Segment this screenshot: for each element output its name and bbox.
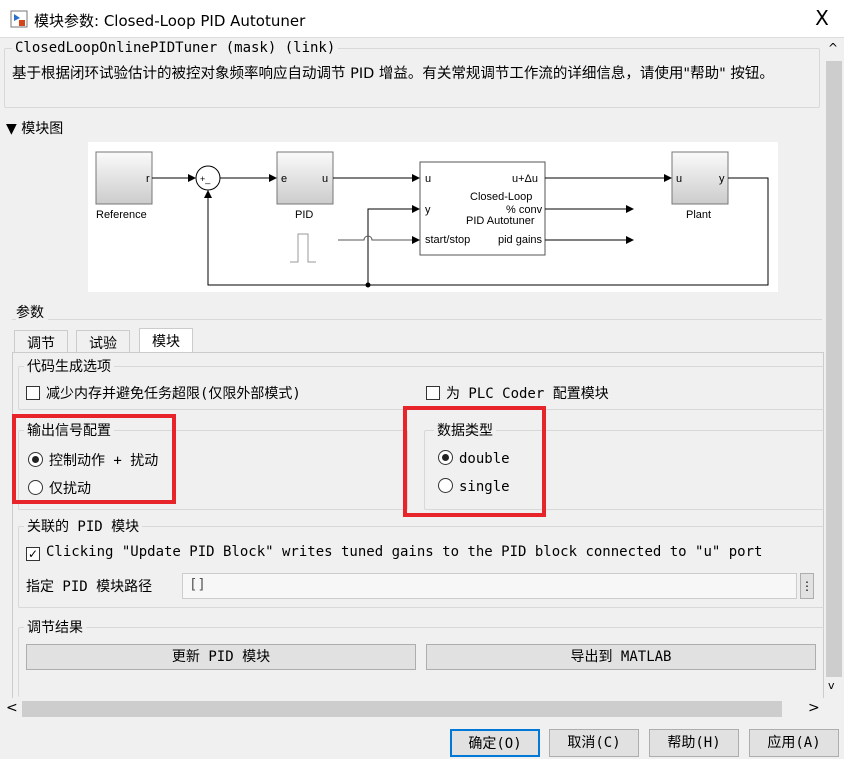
diagram-section-label: 模块图 bbox=[21, 121, 64, 137]
pid-block-group bbox=[18, 526, 824, 608]
svg-text:u: u bbox=[425, 173, 431, 185]
output-config-label: 输出信号配置 bbox=[24, 420, 114, 440]
vertical-scrollbar[interactable]: ^ v bbox=[824, 39, 844, 700]
update-pid-button[interactable]: 更新 PID 模块 bbox=[26, 644, 416, 670]
codegen-label: 代码生成选项 bbox=[24, 356, 114, 376]
pid-path-input[interactable]: [] bbox=[182, 573, 797, 599]
tab-experiment[interactable]: 试验 bbox=[76, 330, 130, 353]
checkmark-icon: ✓ bbox=[26, 547, 40, 561]
export-matlab-button[interactable]: 导出到 MATLAB bbox=[426, 644, 816, 670]
title-bar: 模块参数: Closed-Loop PID Autotuner X bbox=[0, 0, 844, 38]
data-type-group bbox=[424, 430, 824, 510]
path-menu-button[interactable]: ⋮ bbox=[800, 573, 814, 599]
params-label: 参数 bbox=[16, 302, 48, 322]
ok-button[interactable]: 确定(O) bbox=[450, 729, 540, 757]
results-group bbox=[18, 627, 824, 697]
pid-path-label: 指定 PID 模块路径 bbox=[26, 579, 153, 595]
mask-title: ClosedLoopOnlinePIDTuner (mask) (link) bbox=[12, 40, 339, 56]
svg-text:PID: PID bbox=[295, 209, 313, 221]
diagram-section-toggle[interactable]: ▼ 模块图 bbox=[6, 118, 63, 138]
horizontal-scrollbar[interactable]: < > bbox=[0, 699, 824, 719]
mask-description: 基于根据闭环试验估计的被控对象频率响应自动调节 PID 增益。有关常规调节工作流… bbox=[12, 66, 774, 82]
radio-icon bbox=[438, 478, 453, 493]
scroll-thumb[interactable] bbox=[826, 61, 842, 677]
radio-single[interactable]: single bbox=[438, 478, 510, 495]
tab-panel bbox=[12, 352, 824, 698]
triangle-down-icon: ▼ bbox=[6, 121, 17, 137]
svg-text:PID Autotuner: PID Autotuner bbox=[466, 215, 535, 227]
highlight-box bbox=[403, 406, 546, 517]
svg-text:pid gains: pid gains bbox=[498, 234, 543, 246]
checkbox-icon bbox=[26, 386, 40, 400]
autotuner-block bbox=[419, 161, 546, 256]
radio-icon bbox=[438, 450, 453, 465]
svg-text:+_: +_ bbox=[200, 174, 211, 184]
scroll-left-icon[interactable]: < bbox=[6, 700, 18, 716]
data-type-label: 数据类型 bbox=[434, 420, 496, 440]
pulse-generator bbox=[290, 233, 316, 263]
results-label: 调节结果 bbox=[24, 617, 86, 637]
svg-text:start/stop: start/stop bbox=[425, 234, 470, 246]
svg-text:e: e bbox=[281, 173, 287, 185]
close-button[interactable]: X bbox=[815, 6, 829, 30]
scroll-right-icon[interactable]: > bbox=[808, 700, 820, 716]
update-pid-checkbox[interactable]: ✓ Clicking "Update PID Block" writes tune… bbox=[26, 544, 762, 561]
help-button[interactable]: 帮助(H) bbox=[649, 729, 739, 757]
radio-double[interactable]: double bbox=[438, 450, 510, 467]
params-divider bbox=[12, 302, 822, 320]
output-config-group bbox=[18, 430, 408, 510]
radio-icon bbox=[28, 480, 43, 495]
reduce-memory-label: 减少内存并避免任务超限(仅限外部模式) bbox=[46, 386, 301, 402]
scroll-down-icon[interactable]: v bbox=[828, 679, 835, 692]
svg-text:Reference: Reference bbox=[96, 209, 147, 221]
radio-icon bbox=[28, 452, 43, 467]
mask-description-group bbox=[4, 48, 820, 108]
tab-tuning[interactable]: 调节 bbox=[14, 330, 68, 353]
scroll-up-icon[interactable]: ^ bbox=[828, 41, 839, 55]
svg-text:r: r bbox=[146, 173, 150, 185]
radio-label: single bbox=[459, 479, 510, 495]
svg-text:u+Δu: u+Δu bbox=[512, 173, 538, 185]
reference-block bbox=[95, 151, 153, 205]
plant-block bbox=[671, 151, 729, 205]
radio-label: double bbox=[459, 451, 510, 467]
radio-disturbance-only[interactable]: 仅扰动 bbox=[28, 478, 91, 498]
highlight-box bbox=[12, 414, 176, 504]
checkbox-icon bbox=[426, 386, 440, 400]
svg-text:Closed-Loop: Closed-Loop bbox=[470, 191, 532, 203]
apply-button[interactable]: 应用(A) bbox=[749, 729, 839, 757]
svg-text:y: y bbox=[719, 173, 725, 185]
pid-block-label: 关联的 PID 模块 bbox=[24, 516, 143, 536]
cancel-button[interactable]: 取消(C) bbox=[549, 729, 639, 757]
plc-coder-label: 为 PLC Coder 配置模块 bbox=[446, 386, 609, 402]
svg-text:% conv: % conv bbox=[506, 204, 543, 216]
tab-block[interactable]: 模块 bbox=[139, 328, 193, 353]
radio-label: 仅扰动 bbox=[49, 481, 91, 497]
svg-text:Plant: Plant bbox=[686, 209, 711, 221]
hscroll-thumb[interactable] bbox=[22, 701, 782, 717]
reduce-memory-checkbox[interactable]: 减少内存并避免任务超限(仅限外部模式) bbox=[26, 383, 301, 403]
plc-coder-checkbox[interactable]: 为 PLC Coder 配置模块 bbox=[426, 383, 609, 403]
svg-text:u: u bbox=[676, 173, 682, 185]
radio-control-plus-disturbance[interactable]: 控制动作 + 扰动 bbox=[28, 450, 158, 470]
svg-text:u: u bbox=[322, 173, 328, 185]
block-diagram: r Reference +_ e u PID u y start/stop Cl… bbox=[88, 142, 778, 292]
update-pid-checkbox-label: Clicking "Update PID Block" writes tuned… bbox=[46, 544, 763, 560]
window-title: 模块参数: Closed-Loop PID Autotuner bbox=[34, 12, 306, 30]
svg-text:y: y bbox=[425, 204, 431, 216]
radio-label: 控制动作 + 扰动 bbox=[49, 453, 159, 469]
simulink-block-icon bbox=[10, 10, 28, 28]
